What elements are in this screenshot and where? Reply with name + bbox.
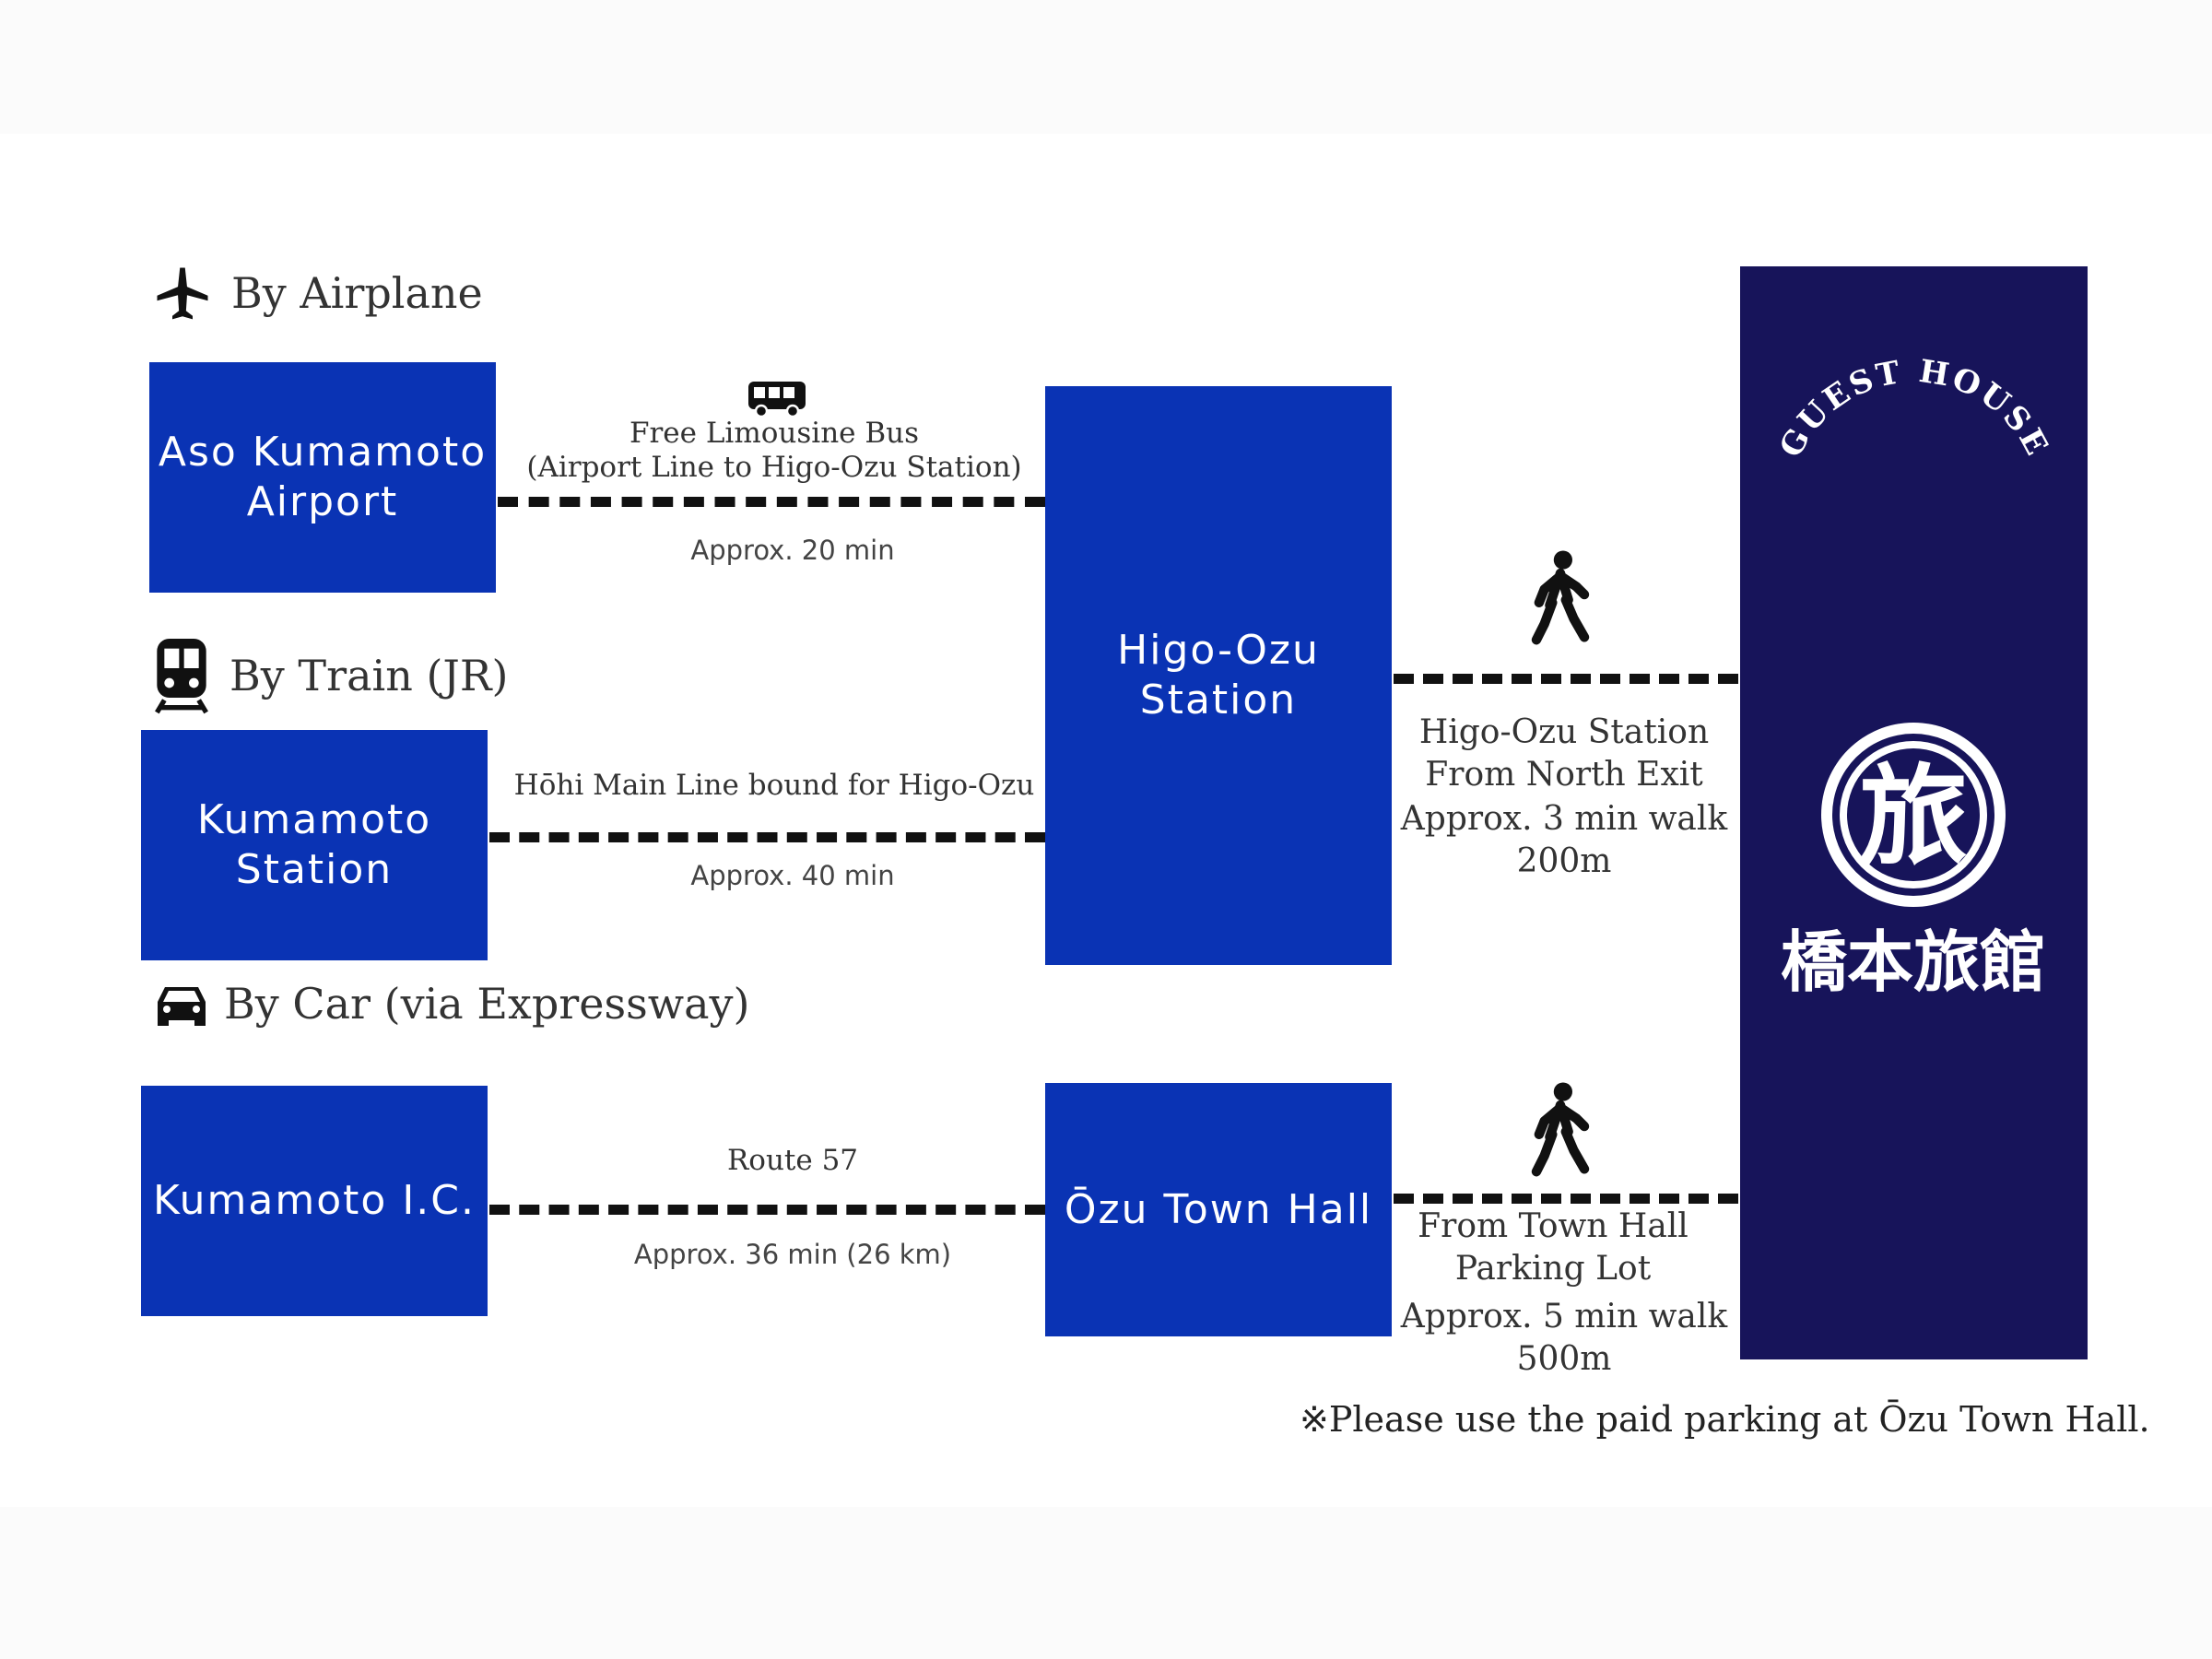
car-icon — [158, 987, 206, 1026]
train-icon — [155, 639, 208, 714]
route-line-bus — [498, 497, 1045, 507]
walk-station-line1: Higo-Ozu Station — [1418, 713, 1710, 751]
walking-person-icon-2 — [1531, 1082, 1590, 1177]
car-route-line: Route 57 — [726, 1144, 859, 1177]
train-route-line: Hōhi Main Line bound for Higo-Ozu — [513, 769, 1035, 802]
box-higo-ozu-station: Higo-Ozu Station — [1045, 386, 1392, 965]
box-aso-kumamoto-airport: Aso Kumamoto Airport — [149, 362, 496, 593]
route-line-train — [489, 832, 1045, 842]
bus-icon — [748, 382, 806, 418]
walk-line-station — [1394, 674, 1738, 684]
section-train: By Train (JR) — [152, 636, 508, 715]
guesthouse-emblem-logo: GUEST HOUSE 旅 橋本旅館 — [1772, 353, 2056, 1001]
airplane-icon — [157, 267, 208, 320]
guesthouse-emblem-char: 旅 — [1859, 753, 1968, 880]
bottom-margin — [0, 1507, 2212, 1659]
guesthouse-arc-text: GUEST HOUSE — [1772, 353, 2053, 464]
walk-station-line3: Approx. 3 min walk — [1400, 800, 1728, 838]
car-route-time: Approx. 36 min (26 km) — [633, 1239, 952, 1270]
box-guesthouse: GUEST HOUSE 旅 橋本旅館 — [1740, 266, 2088, 1359]
walk-station-line2: From North Exit — [1425, 756, 1703, 794]
bus-route-time: Approx. 20 min — [690, 535, 895, 566]
walking-person-icon — [1531, 550, 1590, 645]
section-label-airplane: By Airplane — [231, 268, 483, 318]
walk-townhall-line4: 500m — [1516, 1340, 1612, 1378]
box-kumamoto-ic: Kumamoto I.C. — [141, 1086, 488, 1316]
train-route-time: Approx. 40 min — [690, 860, 895, 891]
walk-townhall-line1: From Town Hall — [1418, 1207, 1688, 1245]
guesthouse-name: 橋本旅館 — [1781, 924, 2046, 1001]
section-airplane: By Airplane — [152, 263, 483, 324]
walk-station-line4: 200m — [1516, 842, 1612, 880]
walk-line-town-hall — [1394, 1194, 1738, 1204]
section-label-car: By Car (via Expressway) — [224, 979, 750, 1029]
section-label-train: By Train (JR) — [229, 651, 509, 700]
parking-note: ※Please use the paid parking at Ōzu Town… — [1300, 1399, 2150, 1440]
walk-townhall-line2: Parking Lot — [1454, 1250, 1652, 1288]
box-kumamoto-station: Kumamoto Station — [141, 730, 488, 960]
box-ozu-town-hall: Ōzu Town Hall — [1045, 1083, 1392, 1336]
section-car: By Car (via Expressway) — [152, 979, 749, 1029]
walk-townhall-line3: Approx. 5 min walk — [1400, 1298, 1728, 1335]
bus-route-title: Free Limousine Bus — [629, 417, 920, 450]
route-line-car — [489, 1205, 1045, 1215]
svg-text:GUEST HOUSE: GUEST HOUSE — [1772, 353, 2056, 464]
top-margin — [0, 0, 2212, 134]
bus-route-subtitle: (Airport Line to Higo-Ozu Station) — [526, 451, 1022, 484]
